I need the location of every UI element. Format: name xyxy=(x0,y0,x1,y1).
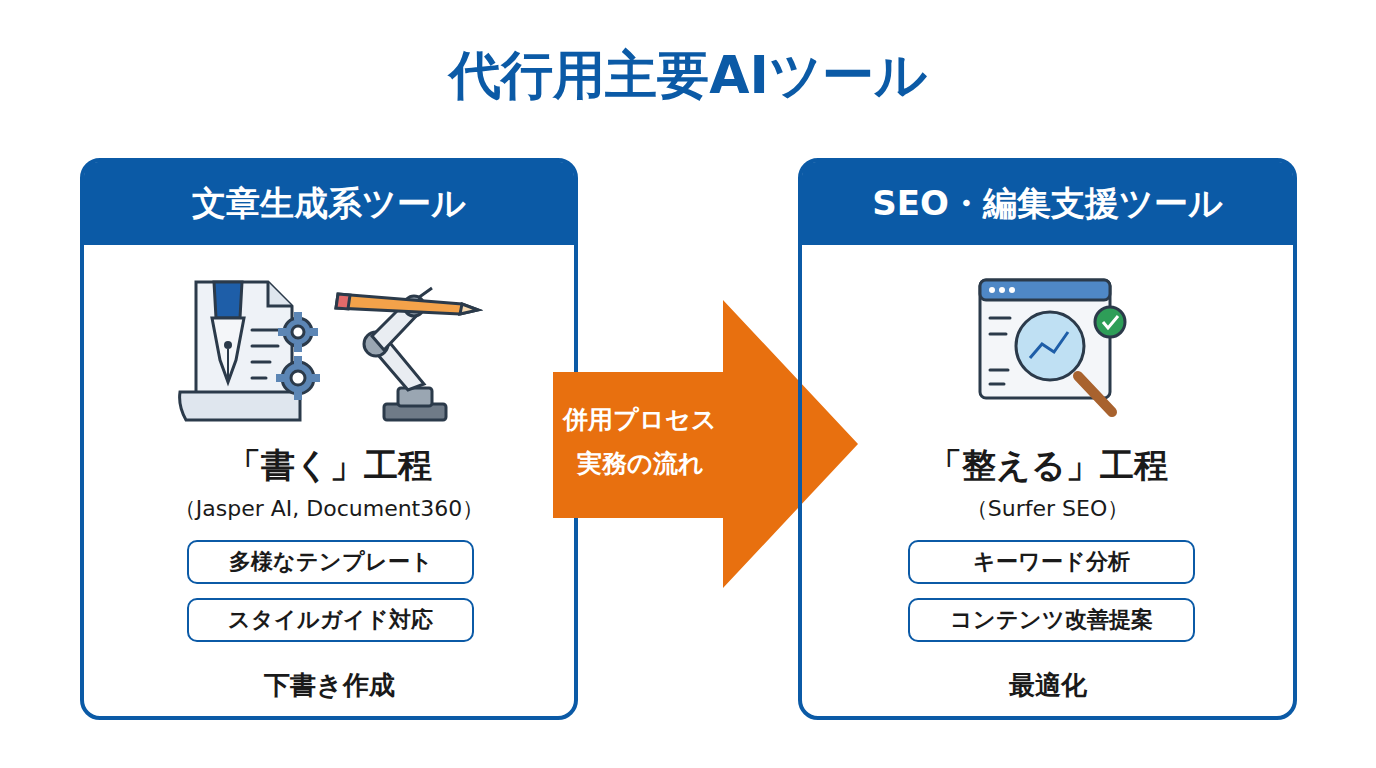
tool-panel: SEO・編集支援ツール「整える」工程 （Surfer SEO） 最適化 キーワード分析… xyxy=(798,158,1297,720)
flow-arrow: 併用プロセス実務の流れ xyxy=(553,300,858,588)
process-result: 最適化 xyxy=(802,669,1293,701)
panel-header: SEO・編集支援ツール xyxy=(802,162,1293,245)
seo-analysis-icon xyxy=(980,280,1125,412)
feature-pill: コンテンツ改善提案 xyxy=(908,598,1195,642)
process-result: 下書き作成 xyxy=(84,669,574,701)
feature-label: スタイルガイド対応 xyxy=(228,606,433,634)
panel-header: 文章生成系ツール xyxy=(84,162,574,245)
robot-arm-icon xyxy=(336,288,478,420)
feature-pill: キーワード分析 xyxy=(908,540,1195,584)
arrow-fill xyxy=(553,300,858,588)
gear-icon xyxy=(276,312,320,400)
feature-label: 多様なテンプレート xyxy=(229,548,433,576)
tool-names: （Jasper AI, Document360） xyxy=(84,495,574,523)
tool-panel: 文章生成系ツール「書く」工程 （Jasper AI, Document360） 下書… xyxy=(80,158,578,720)
process-heading: 「整える」工程 xyxy=(802,444,1293,486)
feature-pill: スタイルガイド対応 xyxy=(187,598,474,642)
arrow-label: 併用プロセス xyxy=(543,398,737,442)
feature-pill: 多様なテンプレート xyxy=(187,540,474,584)
document-icon xyxy=(180,282,300,420)
arrow-label: 実務の流れ xyxy=(543,442,737,486)
arrow-text-box: 併用プロセス実務の流れ xyxy=(543,398,737,486)
arrow-shape xyxy=(553,300,858,588)
feature-label: コンテンツ改善提案 xyxy=(950,606,1153,634)
process-heading: 「書く」工程 xyxy=(84,444,574,486)
tool-names: （Surfer SEO） xyxy=(802,495,1293,523)
feature-label: キーワード分析 xyxy=(973,548,1130,576)
diagram-title: 代行用主要AIツール xyxy=(0,44,1376,106)
